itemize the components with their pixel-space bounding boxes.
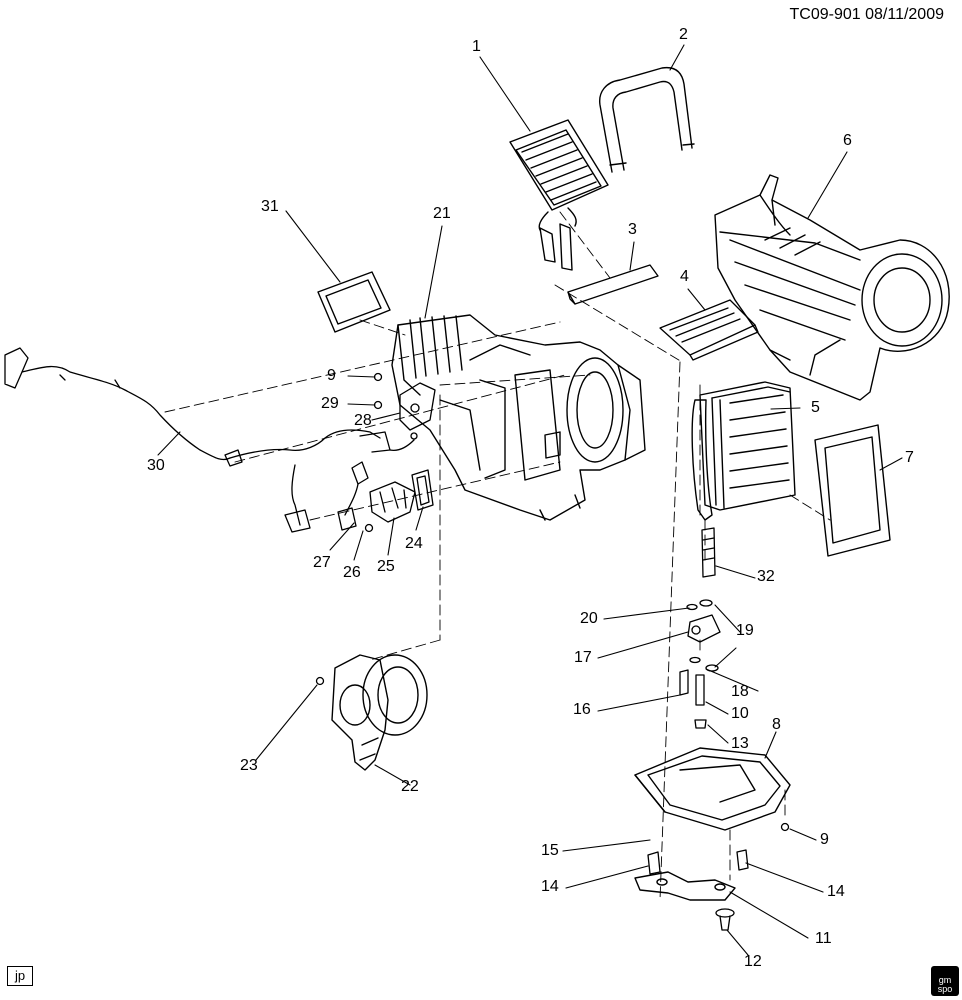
- blower-resistor-25: [369, 481, 416, 523]
- fasteners: [315, 372, 790, 875]
- callout-27: 27: [313, 554, 331, 571]
- callout-9-lower: 9: [820, 831, 829, 848]
- callout-8: 8: [772, 716, 781, 733]
- callout-28: 28: [354, 412, 372, 429]
- callout-1: 1: [472, 38, 481, 55]
- callout-31: 31: [261, 198, 279, 215]
- callout-20: 20: [580, 610, 598, 627]
- callout-14-left: 14: [541, 878, 559, 895]
- gm-spo-logo: gm spo: [931, 966, 959, 996]
- upper-housing-6: [714, 174, 950, 401]
- callout-6: 6: [843, 132, 852, 149]
- callout-7: 7: [905, 449, 914, 466]
- drain-hose-32: [701, 527, 716, 578]
- grommet-12: [715, 908, 735, 931]
- callout-11: 11: [815, 930, 832, 947]
- callout-2: 2: [679, 26, 688, 43]
- callout-4: 4: [680, 268, 689, 285]
- actuator-28: [399, 382, 436, 431]
- wiring-harness-30: [4, 347, 418, 533]
- callout-26: 26: [343, 564, 361, 581]
- callout-19: 19: [736, 622, 754, 639]
- callout-30: 30: [147, 457, 165, 474]
- sub-harness-27: [337, 461, 369, 531]
- callout-29: 29: [321, 395, 339, 412]
- alignment-lines: [164, 211, 831, 901]
- callout-25: 25: [377, 558, 395, 575]
- callout-13: 13: [731, 735, 749, 752]
- logo-text: gm spo: [937, 975, 953, 994]
- callout-10: 10: [731, 705, 749, 722]
- callout-21: 21: [433, 205, 451, 222]
- drain-pan-8: [634, 747, 791, 831]
- footer-code-box: jp: [7, 966, 33, 986]
- gasket-24: [411, 469, 434, 511]
- seal-strip-3: [567, 264, 659, 305]
- callout-14-right: 14: [827, 883, 845, 900]
- heater-core: [509, 119, 609, 271]
- filter-frame-7: [814, 424, 891, 557]
- blower-housing-21: [391, 314, 646, 521]
- callout-18: 18: [731, 683, 749, 700]
- callout-17: 17: [574, 649, 592, 666]
- evaporator-core-5: [691, 381, 796, 521]
- callout-24: 24: [405, 535, 423, 552]
- callout-3: 3: [628, 221, 637, 238]
- callout-9-upper: 9: [327, 367, 336, 384]
- air-filter-4: [659, 299, 759, 361]
- callout-22: 22: [401, 778, 419, 795]
- callout-15: 15: [541, 842, 559, 859]
- valve-assembly-17: [679, 599, 721, 729]
- drawing-id-date: TC09-901 08/11/2009: [789, 6, 944, 23]
- heater-pipe: [599, 66, 695, 173]
- callout-12: 12: [744, 953, 762, 970]
- leader-lines: [157, 44, 903, 956]
- callout-32: 32: [757, 568, 775, 585]
- gasket-31: [317, 271, 391, 333]
- callout-16: 16: [573, 701, 591, 718]
- bracket-11: [634, 871, 736, 901]
- callout-5: 5: [811, 399, 820, 416]
- blower-motor-22: [331, 654, 428, 771]
- callout-23: 23: [240, 757, 258, 774]
